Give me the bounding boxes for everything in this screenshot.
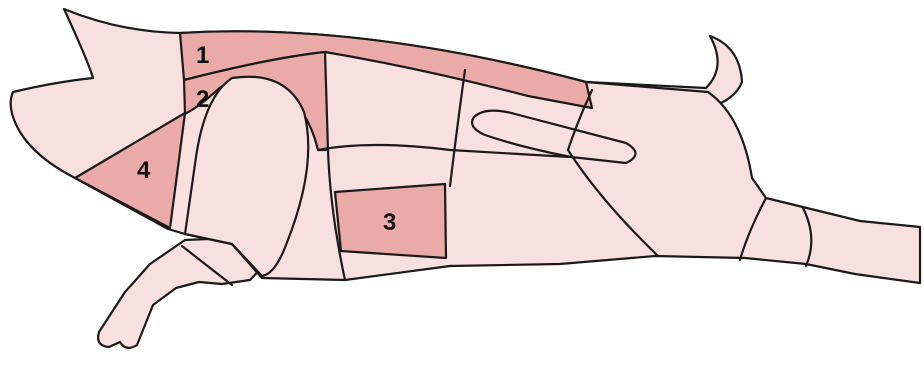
region-4-label: 4 [137,157,151,184]
region-1-label: 1 [196,42,209,69]
region-3-label: 3 [383,209,396,236]
region-2-label: 2 [196,86,209,113]
